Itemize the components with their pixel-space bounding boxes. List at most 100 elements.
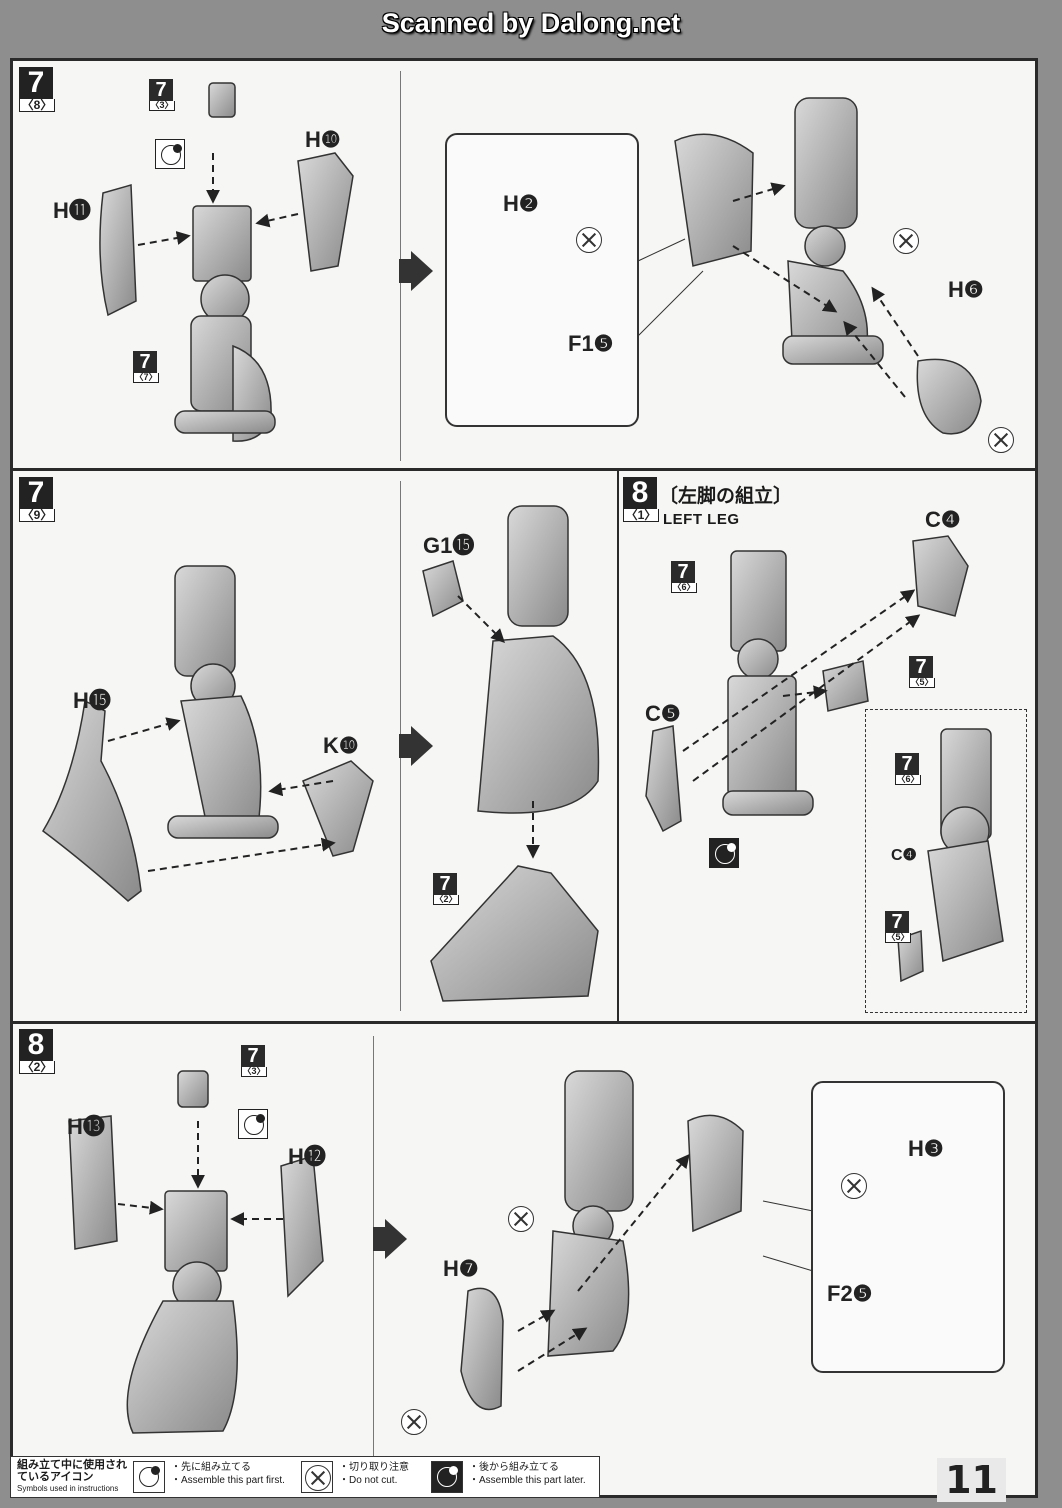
legend-title-en: Symbols used in instructions — [17, 1484, 119, 1493]
part-label-f1: F1❺ — [568, 331, 614, 356]
do-not-cut-icon — [893, 228, 919, 254]
step-number: 8 — [623, 477, 657, 509]
legend-item-jp: ・先に組み立てる — [171, 1462, 251, 1473]
ref-7-3-p4: 7 〈3〉 — [241, 1045, 267, 1077]
do-not-cut-icon — [508, 1206, 534, 1232]
p2-g1-part — [422, 560, 464, 618]
p1-h2-outer — [674, 133, 754, 267]
do-not-cut-icon — [841, 1173, 867, 1199]
part-label-h2: H❷ — [503, 191, 539, 216]
ref-7-7: 7 〈7〉 — [133, 351, 159, 383]
divider-row-2 — [13, 1021, 1035, 1024]
step-sub: 〈2〉 — [19, 1061, 55, 1074]
part-label-g1: G1⓯ — [423, 533, 475, 558]
scan-watermark: Scanned by Dalong.net — [381, 8, 681, 38]
next-arrow-p4 — [373, 1219, 407, 1259]
do-not-cut-icon — [401, 1409, 427, 1435]
next-arrow-p1 — [399, 251, 433, 291]
p3-c5-part — [645, 725, 682, 833]
p2-foot-part — [430, 865, 599, 1002]
ref-7-3: 7 〈3〉 — [149, 79, 175, 111]
ref-sub: 〈3〉 — [149, 100, 175, 111]
p2-h15-part — [42, 699, 142, 902]
p1-hip-frame — [192, 205, 252, 282]
ref-sub: 〈6〉 — [671, 582, 697, 593]
ref-sub: 〈5〉 — [885, 932, 911, 943]
assemble-first-icon — [133, 1461, 165, 1493]
legend-item-jp: ・後から組み立てる — [469, 1462, 559, 1473]
instruction-page: 7 〈8〉 7 〈3〉 7 〈7〉 H⓫ H❿ H❷ F1❺ H❻ 7 〈9〉 … — [10, 58, 1038, 1498]
p1-h11-part — [99, 184, 137, 317]
ref-7-6: 7 〈6〉 — [671, 561, 697, 593]
step-sub: 〈1〉 — [623, 509, 659, 522]
p1-h10-part — [297, 152, 354, 272]
ref-number: 7 — [885, 911, 909, 933]
p4-h12-part — [280, 1155, 324, 1298]
legend-item-en: ・Assemble this part later. — [469, 1475, 586, 1486]
divider-col-mid — [617, 470, 619, 1021]
page-number: 11 — [937, 1458, 1006, 1502]
step-number: 7 — [19, 477, 53, 509]
ref-number: 7 — [671, 561, 695, 583]
step-sub: 〈8〉 — [19, 99, 55, 112]
part-label-f2: F2❺ — [827, 1281, 873, 1306]
part-label-h7: H❼ — [443, 1256, 479, 1281]
ref-sub: 〈7〉 — [133, 372, 159, 383]
part-label-k10: K❿ — [323, 733, 359, 758]
divider-row-1 — [13, 468, 1035, 471]
do-not-cut-icon — [988, 427, 1014, 453]
step-number: 8 — [19, 1029, 53, 1061]
legend-title: 組み立て中に使用されているアイコン Symbols used in instru… — [17, 1459, 127, 1495]
legend-item-en: ・Assemble this part first. — [171, 1475, 285, 1486]
section-title-jp: 〔左脚の組立〕 — [659, 486, 793, 507]
ref-sub: 〈5〉 — [909, 677, 935, 688]
part-label-c4-detail: C❹ — [891, 847, 917, 864]
part-label-h10: H❿ — [305, 127, 341, 152]
ref-7-5-detail: 7 〈5〉 — [885, 911, 911, 943]
step-8-2-badge: 8 〈2〉 — [19, 1029, 55, 1074]
ref-number: 7 — [895, 753, 919, 775]
next-arrow-p2 — [399, 726, 433, 766]
step-sub: 〈9〉 — [19, 509, 55, 522]
legend-item-cut: ・切り取り注意 ・Do not cut. — [339, 1461, 409, 1487]
section-title-en: LEFT LEG — [663, 511, 740, 528]
divider-step-p4 — [373, 1036, 374, 1491]
do-not-cut-icon — [301, 1461, 333, 1493]
p4-h13-part — [68, 1115, 118, 1250]
assemble-first-icon — [238, 1109, 268, 1139]
detail-box-p1 — [445, 133, 639, 427]
part-label-h6: H❻ — [948, 277, 984, 302]
part-label-c4: C❹ — [925, 507, 961, 532]
part-label-h11: H⓫ — [53, 198, 91, 223]
legend-title-jp: 組み立て中に使用されているアイコン — [17, 1459, 127, 1483]
ref-number: 7 — [133, 351, 157, 373]
part-label-h13: H⓭ — [67, 1114, 105, 1139]
part-label-h12: H⓬ — [288, 1144, 326, 1169]
ref-7-2: 7 〈2〉 — [433, 873, 459, 905]
do-not-cut-icon — [576, 227, 602, 253]
p4-h7-part — [460, 1287, 504, 1411]
step-7-8-badge: 7 〈8〉 — [19, 67, 55, 112]
legend-item-en: ・Do not cut. — [339, 1475, 398, 1486]
p2-k10-part — [302, 760, 374, 857]
ref-7-6-detail: 7 〈6〉 — [895, 753, 921, 785]
part-label-h3: H❸ — [908, 1136, 944, 1161]
assemble-later-icon — [709, 838, 739, 868]
ref-sub: 〈2〉 — [433, 894, 459, 905]
ref-7-5: 7 〈5〉 — [909, 656, 935, 688]
step-8-1-badge: 8 〈1〉 — [623, 477, 659, 522]
legend-item-jp: ・切り取り注意 — [339, 1462, 409, 1473]
legend-item-first: ・先に組み立てる ・Assemble this part first. — [171, 1461, 285, 1487]
detail-box-p3 — [865, 709, 1027, 1013]
icon-legend: 組み立て中に使用されているアイコン Symbols used in instru… — [10, 1456, 600, 1498]
step-number: 7 — [19, 67, 53, 99]
assemble-later-icon — [431, 1461, 463, 1493]
ref-number: 7 — [433, 873, 457, 895]
legend-item-later: ・後から組み立てる ・Assemble this part later. — [469, 1461, 586, 1487]
part-label-c5: C❺ — [645, 701, 681, 726]
p3-c4-part — [912, 535, 969, 617]
step-7-9-badge: 7 〈9〉 — [19, 477, 55, 522]
part-label-h15: H⓯ — [73, 688, 111, 713]
assemble-first-icon — [155, 139, 185, 169]
ref-number: 7 — [149, 79, 173, 101]
